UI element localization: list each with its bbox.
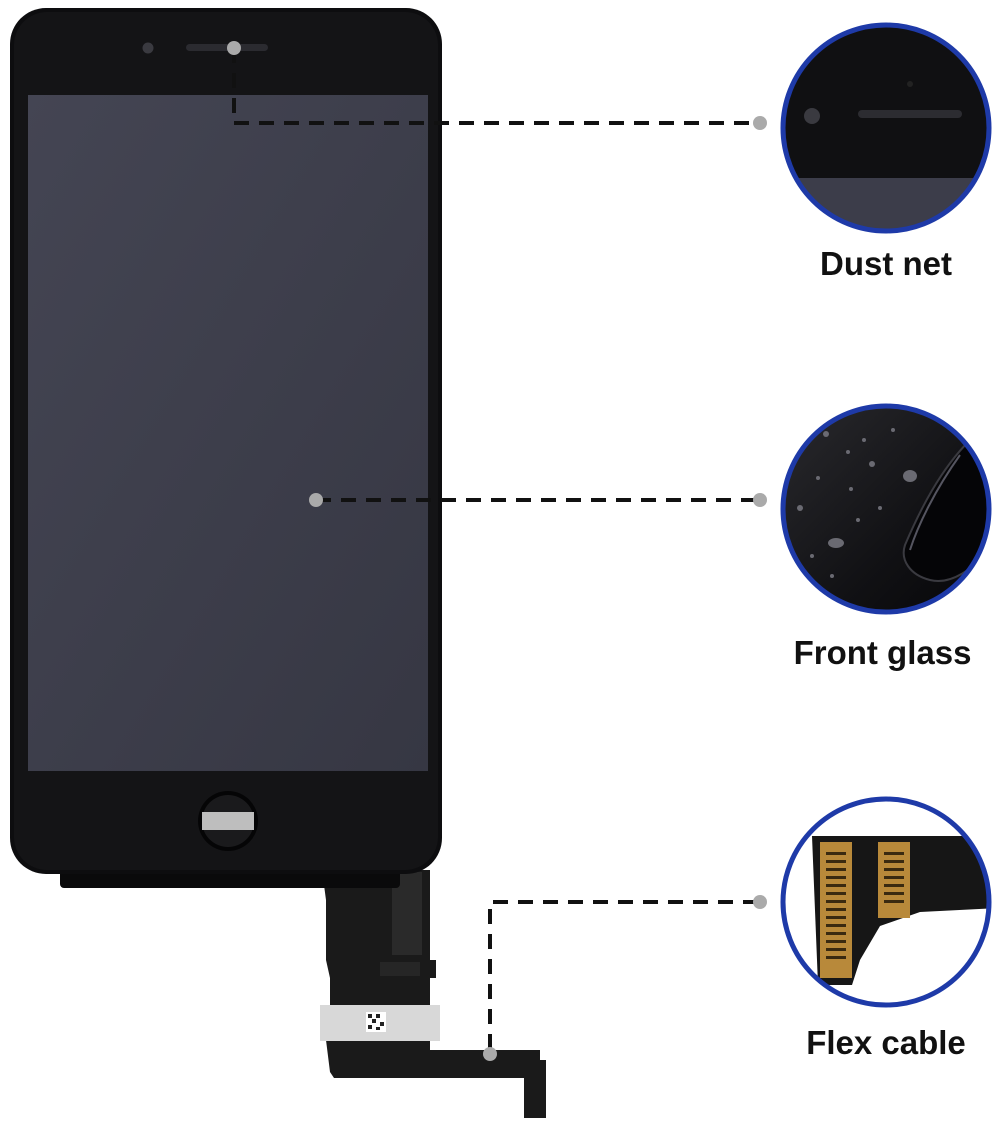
front-glass-zoom — [780, 403, 992, 615]
leader-lines — [232, 48, 758, 1052]
front-camera — [142, 42, 154, 54]
phone-lcd-assembly — [10, 8, 442, 888]
leader-line-flex — [488, 900, 758, 1052]
front-glass-label: Front glass — [793, 634, 972, 671]
flex-cable — [320, 870, 546, 1118]
earpiece-speaker — [186, 44, 268, 51]
anchor-dots — [227, 41, 767, 1061]
flex-cable-zoom — [780, 796, 992, 1008]
flex-cable-label: Flex cable — [806, 1024, 966, 1061]
phone-screen — [28, 95, 428, 771]
leader-line-dust — [232, 48, 758, 125]
dust-net-label: Dust net — [820, 245, 952, 282]
dust-net-zoom — [780, 22, 992, 234]
